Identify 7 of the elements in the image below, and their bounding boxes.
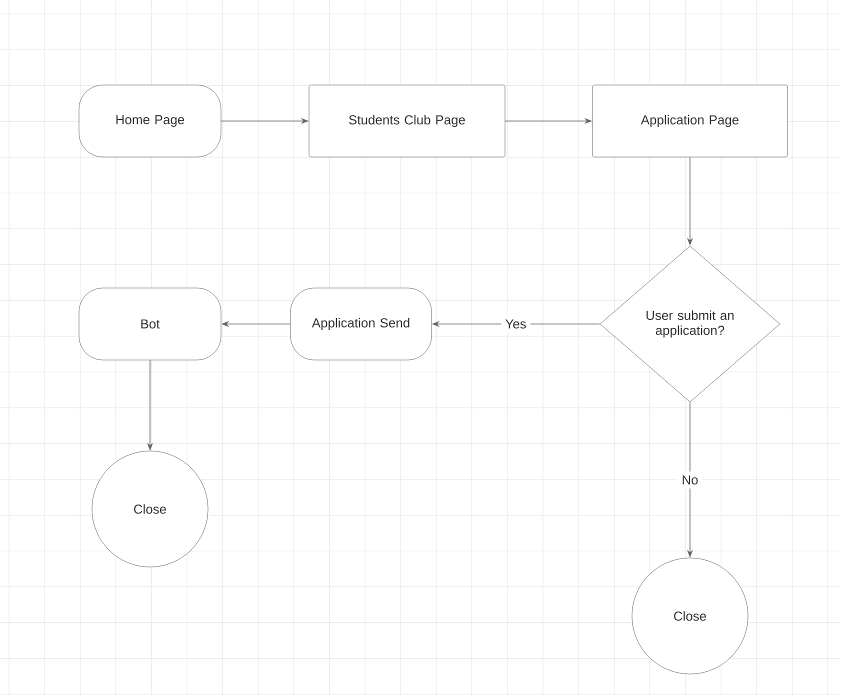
terminal-box: Application Send	[290, 288, 432, 360]
terminal-box: Home Page	[78, 84, 222, 158]
process-box: Students Club Page	[308, 84, 506, 158]
terminal-box: Bot	[78, 288, 222, 360]
process-box: Application Page	[592, 84, 788, 158]
edge-label: Yes	[501, 315, 530, 333]
edge-label: No	[678, 471, 702, 489]
